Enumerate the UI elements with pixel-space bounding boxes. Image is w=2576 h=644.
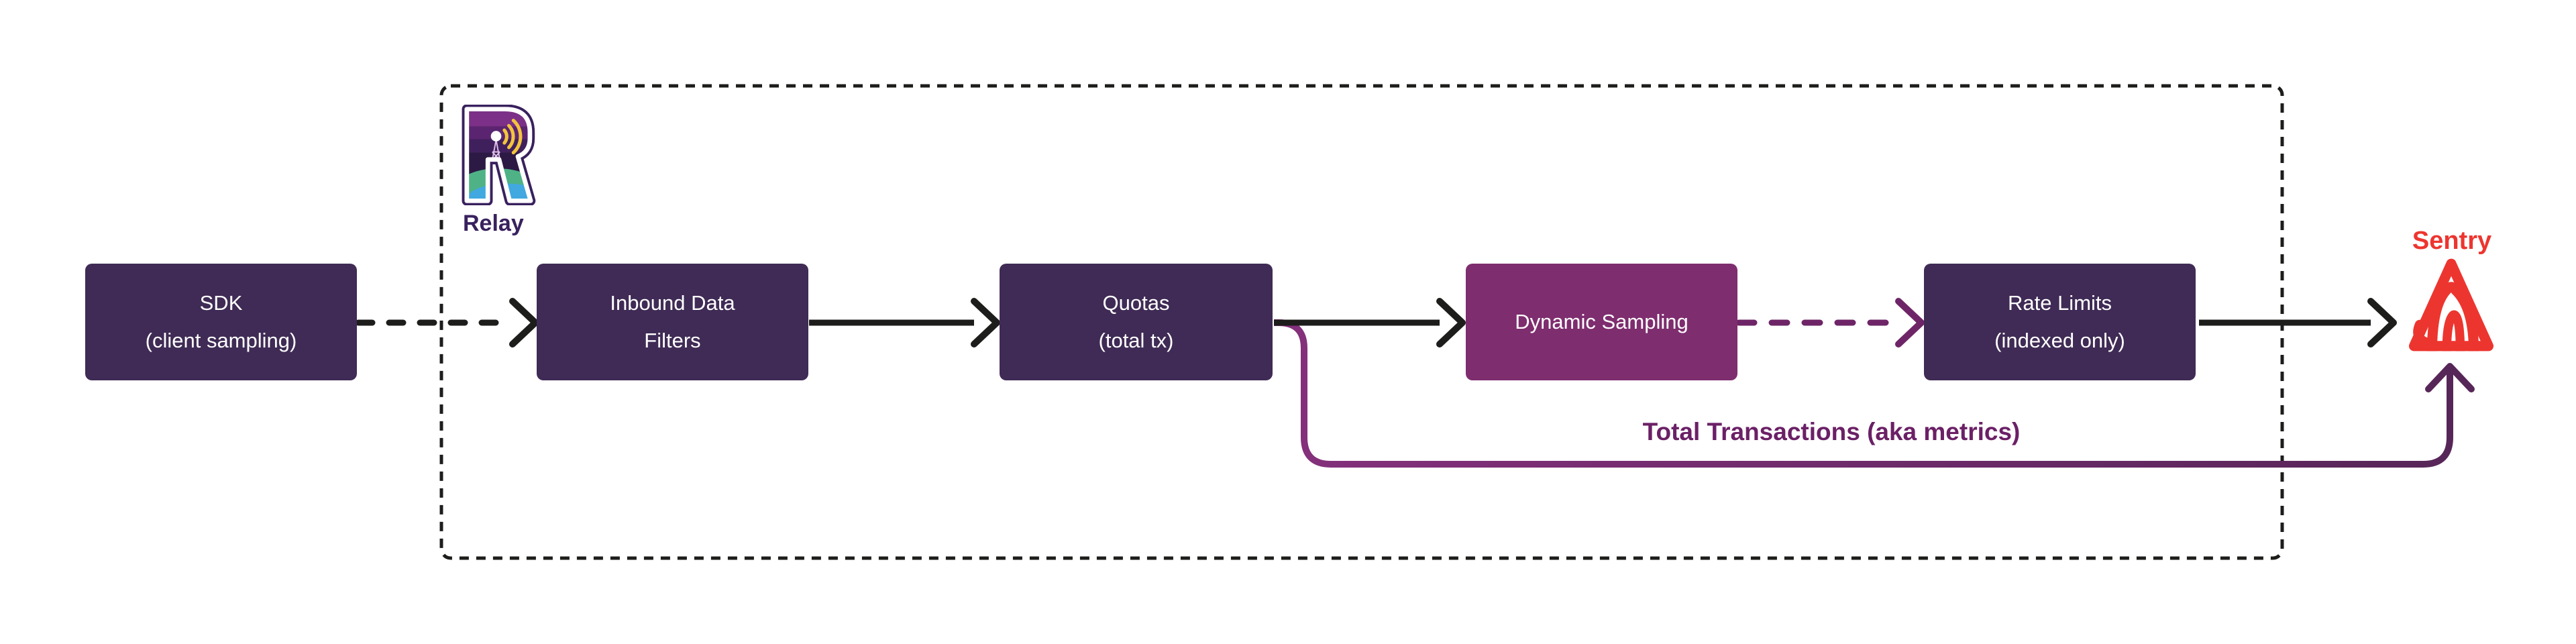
node-label-line2: Filters [644,329,701,352]
total-transactions-label: Total Transactions (aka metrics) [1642,418,2021,445]
sentry-logo-icon [2409,258,2493,352]
edge-rate-limits-to-sentry [2199,298,2397,347]
edge-quotas-to-dynamic-sampling [1274,298,1466,347]
relay-wordmark: Relay [463,211,524,236]
sentry-middle-wave [2426,282,2479,352]
metrics-connector-line [1274,319,2453,468]
edge-dynamic-sampling-to-rate-limits [1735,298,1925,347]
node-inbound-data-filters: Inbound Data Filters [537,264,808,380]
arrowhead-right-icon [1436,298,1466,347]
edge-sdk-to-inbound [355,298,539,347]
node-label-line2: (client sampling) [145,329,297,352]
node-dynamic-sampling: Dynamic Sampling [1466,264,1737,380]
node-label-line1: SDK [199,291,243,315]
node-label-line1: Dynamic Sampling [1515,310,1688,333]
node-label-line1: Rate Limits [2007,291,2112,315]
arrowhead-right-icon [2367,298,2397,347]
arrowhead-right-icon [971,298,1000,347]
node-sdk: SDK (client sampling) [85,264,357,380]
node-label-line2: (indexed only) [1994,329,2125,352]
arrowhead-right-icon [1895,298,1925,347]
node-rate-limits: Rate Limits (indexed only) [1924,264,2196,380]
metrics-arrowhead-up-icon [2425,363,2475,392]
sentry-wordmark: Sentry [2412,227,2492,255]
node-quotas: Quotas (total tx) [1000,264,1273,380]
node-label-line1: Inbound Data [610,291,735,315]
node-label-line2: (total tx) [1098,329,1174,352]
relay-r-inner-outline [464,107,533,203]
edge-inbound-to-quotas [809,298,1000,347]
relay-logo-icon [462,105,536,205]
arrowhead-right-icon [509,298,539,347]
signal-waves-icon [502,118,523,155]
sentry-inner-wave [2442,310,2465,352]
edge-quotas-to-sentry-metrics [1274,319,2475,468]
node-label-line1: Quotas [1102,291,1170,315]
tower-beacon-dot [490,131,502,142]
